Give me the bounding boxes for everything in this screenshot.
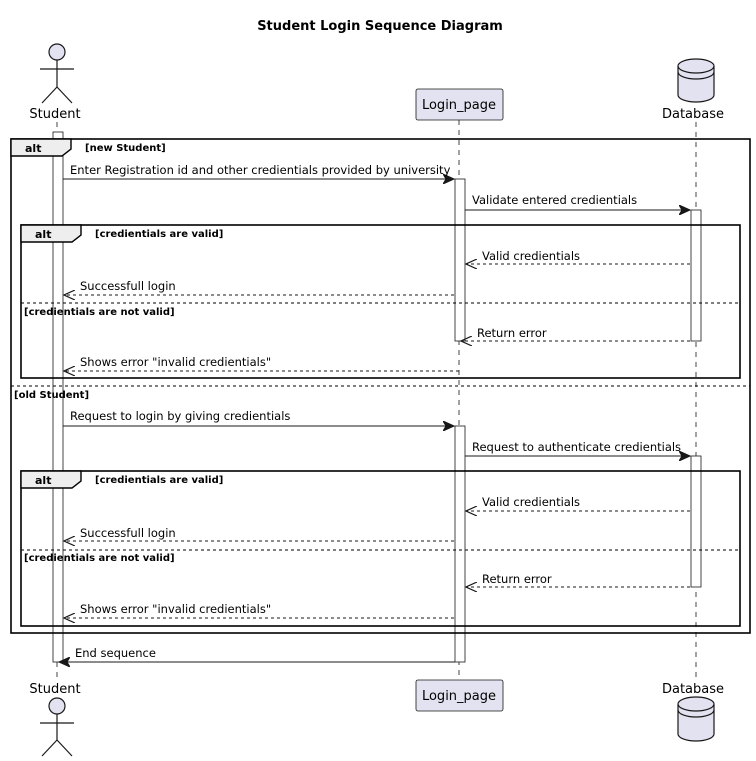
participant-database-bottom: Database bbox=[662, 682, 724, 742]
activation-database-2 bbox=[690, 455, 702, 588]
fragment-inner-alt-2: alt [credientials are valid] [credientia… bbox=[20, 470, 741, 627]
fragment-inner-alt-1-label: alt bbox=[35, 228, 51, 241]
message-8: Request to authenticate credientials bbox=[465, 440, 690, 456]
message-11: Return error bbox=[466, 572, 690, 587]
message-5: Return error bbox=[461, 326, 690, 341]
message-8-label: Request to authenticate credientials bbox=[472, 440, 681, 454]
fragment-inner-alt-1: alt [credientials are valid] [credientia… bbox=[20, 224, 741, 379]
message-1: Enter Registration id and other credient… bbox=[63, 163, 454, 179]
message-5-label: Return error bbox=[477, 326, 547, 340]
fragment-inner-alt-2-guard-1: [credientials are valid] bbox=[95, 475, 223, 486]
database-icon bbox=[677, 58, 715, 103]
participant-label-student: Student bbox=[29, 107, 80, 122]
message-12-label: Shows error "invalid credientials" bbox=[80, 602, 271, 616]
message-3: Valid credientials bbox=[466, 249, 690, 264]
message-6: Shows error "invalid credientials" bbox=[64, 355, 459, 371]
message-9: Valid credientials bbox=[466, 495, 690, 511]
actor-icon bbox=[40, 697, 74, 757]
fragment-outer-guard-1: [new Student] bbox=[85, 143, 166, 154]
participant-label-student-bottom: Student bbox=[29, 682, 80, 697]
fragment-outer-guard-2: [old Student] bbox=[14, 390, 89, 401]
participant-student-bottom: Student bbox=[29, 682, 81, 757]
fragment-outer-alt-label: alt bbox=[25, 142, 41, 155]
fragment-inner-alt-1-guard-2: [credientials are not valid] bbox=[24, 307, 175, 318]
message-12: Shows error "invalid credientials" bbox=[64, 602, 454, 618]
participant-student-top: Student bbox=[29, 43, 81, 122]
message-11-label: Return error bbox=[482, 572, 552, 586]
participant-label-login-page: Login_page bbox=[422, 98, 496, 113]
actor-icon bbox=[40, 43, 74, 104]
message-2: Validate entered credientials bbox=[465, 193, 690, 210]
message-13: End sequence bbox=[59, 646, 455, 662]
participant-login-page-top: Login_page bbox=[415, 88, 504, 121]
participant-database-top: Database bbox=[662, 58, 724, 122]
message-4: Successfull login bbox=[64, 279, 454, 295]
activation-login-page-2 bbox=[454, 425, 466, 663]
message-4-label: Successfull login bbox=[80, 279, 176, 293]
message-1-label: Enter Registration id and other credient… bbox=[70, 163, 451, 177]
message-6-label: Shows error "invalid credientials" bbox=[80, 355, 271, 369]
activation-database-1 bbox=[690, 209, 702, 342]
participant-label-database: Database bbox=[662, 107, 724, 122]
participant-login-page-bottom: Login_page bbox=[415, 679, 504, 712]
fragment-inner-alt-2-label: alt bbox=[35, 474, 51, 487]
message-9-label: Valid credientials bbox=[482, 495, 580, 509]
message-13-label: End sequence bbox=[75, 646, 156, 660]
message-10-label: Successfull login bbox=[80, 526, 176, 540]
message-10: Successfull login bbox=[64, 526, 454, 541]
message-3-label: Valid credientials bbox=[482, 249, 580, 263]
database-icon bbox=[677, 696, 715, 742]
message-7: Request to login by giving credientials bbox=[63, 409, 454, 426]
message-2-label: Validate entered credientials bbox=[472, 193, 637, 207]
participant-label-database-bottom: Database bbox=[662, 682, 724, 697]
diagram-title: Student Login Sequence Diagram bbox=[257, 19, 503, 34]
fragment-inner-alt-1-guard-1: [credientials are valid] bbox=[95, 229, 223, 240]
fragment-outer-alt: alt [new Student] [old Student] bbox=[10, 138, 751, 634]
fragment-inner-alt-2-guard-2: [credientials are not valid] bbox=[24, 553, 175, 564]
message-7-label: Request to login by giving credientials bbox=[70, 409, 290, 423]
participant-label-login-page-bottom: Login_page bbox=[422, 689, 496, 704]
